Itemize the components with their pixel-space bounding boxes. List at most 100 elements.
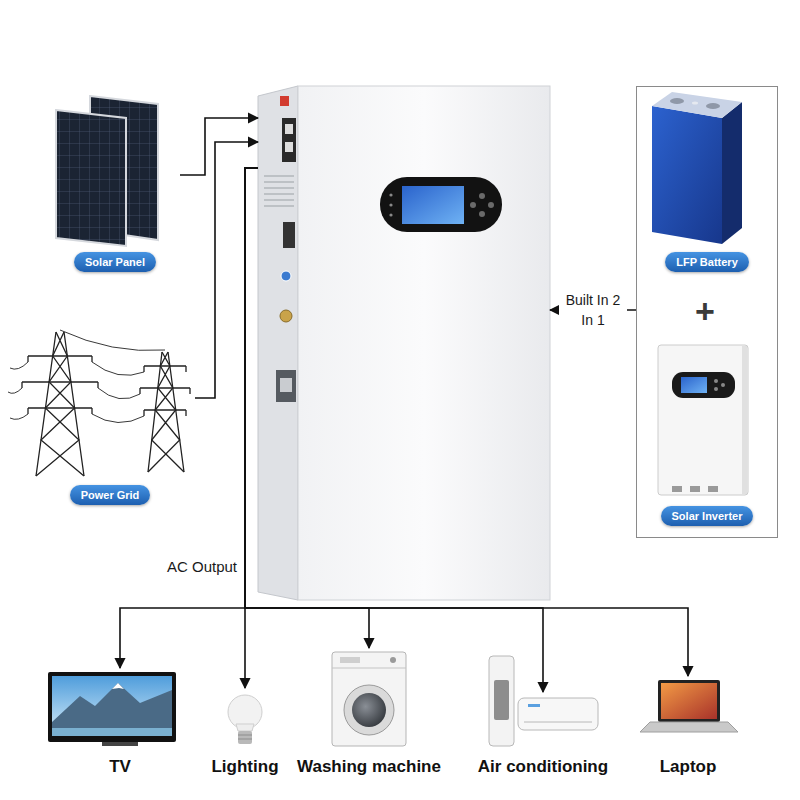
washer-door [352, 693, 386, 727]
tv-frame [48, 672, 176, 742]
laptop-picture [640, 680, 738, 732]
bulb-thread [238, 735, 252, 739]
button [714, 379, 718, 383]
mountains [52, 683, 172, 736]
appliance-label: Washing machine [279, 756, 459, 778]
appliance-label: Laptop [628, 756, 748, 778]
vent [692, 102, 698, 105]
breaker-switch [280, 378, 292, 392]
power-switch [280, 96, 289, 106]
power-connector [245, 168, 258, 688]
power-connector [195, 142, 258, 398]
laptop-screen [661, 683, 717, 719]
tower-small-bracing [140, 352, 190, 472]
cell-side [722, 102, 742, 244]
ac-vent [524, 722, 592, 723]
cell-top [652, 92, 742, 118]
pill-label: Solar Panel [74, 252, 156, 272]
solar-panel-node: Solar Panel [50, 92, 180, 277]
power-connector [180, 118, 258, 175]
bulb-neck [236, 724, 254, 731]
terminal [706, 103, 720, 109]
hybrid-unit-picture [258, 86, 550, 600]
washer-panel-line [332, 668, 406, 669]
inverter-node: Solar Inverter [641, 345, 773, 531]
cable-gland [690, 486, 700, 492]
tower-small [140, 352, 190, 472]
water [52, 728, 172, 736]
tv-screen [52, 676, 172, 736]
ac-split-unit [518, 698, 598, 730]
port-slot [285, 142, 293, 152]
inverter-picture [658, 345, 748, 495]
bulb-base [238, 731, 252, 744]
washer-knob [390, 657, 396, 663]
power-grid-node: Power Grid [25, 322, 195, 510]
appliance-node: Lighting [185, 688, 305, 778]
button [470, 202, 476, 208]
laptop-lid [658, 680, 720, 722]
port-slot [285, 124, 293, 134]
power-connector [245, 168, 369, 648]
laptop-base [640, 722, 738, 732]
cabinet-side [258, 86, 298, 600]
power-wires [8, 330, 165, 423]
button [479, 211, 485, 217]
power-connector [245, 168, 543, 692]
washer-drawer [340, 657, 360, 663]
vent-lines [264, 176, 294, 206]
inverter-body [658, 345, 748, 495]
edge-label: Built In 2 In 1 [559, 290, 627, 330]
indicator [389, 193, 392, 196]
appliance-node: TV [40, 668, 200, 778]
solar-panel-picture [56, 96, 158, 246]
breaker [276, 370, 296, 402]
cable-gland [708, 486, 718, 492]
washer-door-ring [344, 685, 394, 735]
tv-picture [48, 672, 176, 746]
indicator [389, 203, 392, 206]
antenna-connector [280, 310, 292, 322]
button [479, 193, 485, 199]
cable-gland [672, 486, 682, 492]
indicator [389, 213, 392, 216]
cabinet-front [298, 86, 550, 600]
panel-front [56, 110, 126, 246]
button [721, 383, 725, 387]
ac-tower [489, 656, 514, 746]
battery-node: LFP Battery [641, 91, 773, 277]
tower-large [22, 332, 98, 476]
pill-label: LFP Battery [665, 252, 749, 272]
appliance-node: Washing machine [279, 648, 459, 778]
appliance-label: Lighting [185, 756, 305, 778]
inverter-side [742, 346, 747, 494]
snow [112, 683, 124, 689]
tower-bracing [22, 332, 98, 476]
power-connector [245, 168, 688, 676]
pill-label: Power Grid [70, 485, 151, 505]
appliance-label: TV [40, 756, 200, 778]
ac-grille [494, 680, 509, 720]
battery-picture [652, 92, 742, 244]
inverter-screen [681, 377, 707, 393]
power-connector [120, 168, 258, 668]
port-block [282, 118, 296, 162]
appliance-node: Laptop [628, 676, 748, 778]
dc-connector [281, 271, 291, 281]
pill-label: Solar Inverter [661, 506, 754, 526]
power-grid-picture [8, 330, 190, 476]
appliance-label: Air conditioning [463, 756, 623, 778]
button [714, 387, 718, 391]
ac-logo [528, 704, 540, 707]
appliance-node: Air conditioning [463, 692, 623, 778]
washer-picture [332, 652, 406, 746]
bulb-picture [228, 695, 262, 744]
terminal [670, 98, 684, 104]
display-screen [402, 186, 464, 224]
inverter-bezel [672, 372, 735, 398]
edge-label: AC Output [165, 557, 239, 577]
plus-sign: + [684, 294, 726, 328]
